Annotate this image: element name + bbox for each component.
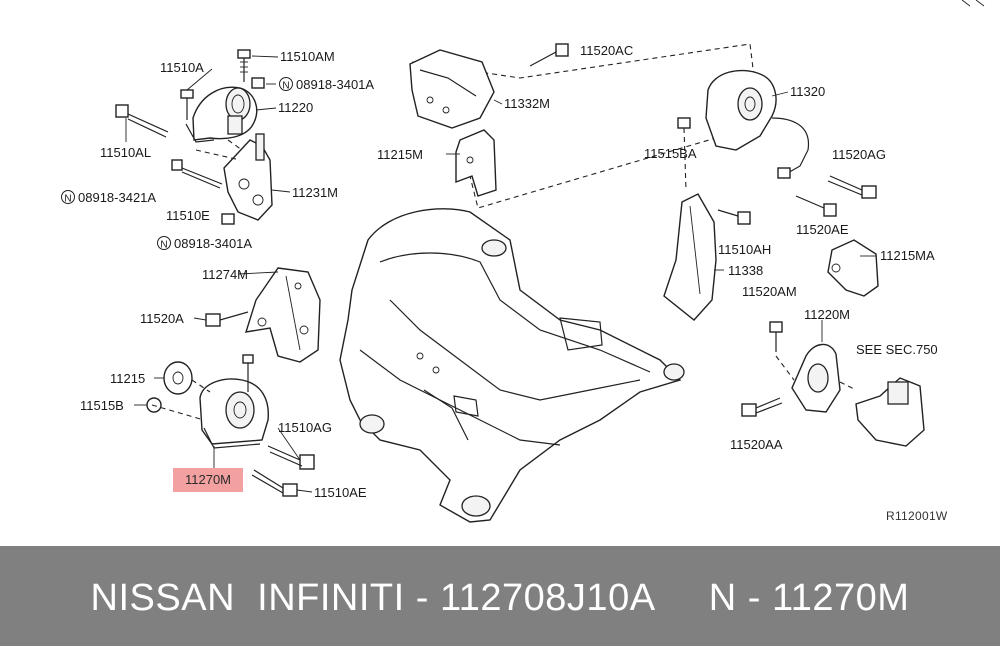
bolt-11520AE — [795, 195, 837, 217]
label-11338: 11338 — [728, 263, 763, 278]
label-11520AA: 11520AA — [730, 437, 783, 452]
bolt-11520AM — [769, 321, 783, 352]
bolt-11510AG — [267, 445, 315, 470]
label-11220M: 11220M — [804, 307, 850, 322]
highlighted-part-box — [173, 468, 243, 492]
mount-11270M-drawing — [146, 354, 269, 449]
leader-lines — [125, 55, 876, 493]
bracket-11274M-drawing — [244, 267, 321, 363]
label-11510AL: 11510AL — [100, 145, 151, 160]
label-11215: 11215 — [110, 371, 145, 386]
nut-08918-3401A-bottom — [221, 213, 235, 225]
bolt-11520A — [205, 311, 249, 327]
label-11332M: 11332M — [504, 96, 550, 111]
bolt-11520AG — [827, 175, 877, 199]
washer-11515BA — [677, 117, 691, 129]
circled-n-text-2: N — [64, 194, 71, 205]
circled-n-text-1: N — [282, 81, 289, 92]
insulator-11215M-drawing — [455, 129, 497, 197]
bolt-11510AH — [717, 209, 751, 225]
bolt-11510AE — [251, 469, 298, 497]
label-08918-3401A-top: 08918-3401A — [296, 77, 374, 92]
label-11510AM: 11510AM — [280, 49, 335, 64]
label-11520AM: 11520AM — [742, 284, 797, 299]
label-11520AE: 11520AE — [796, 222, 849, 237]
circled-n-marker-3: N — [157, 236, 171, 251]
label-11510E: 11510E — [166, 208, 210, 223]
footer-part-number-text: NISSAN INFINITI - 112708J10A N - 11270M — [90, 577, 910, 619]
diagram-svg: N N N 11510A 11510AM 08918-3401A 11220 1… — [61, 0, 985, 523]
nut-08918-3401A-top — [251, 77, 265, 89]
bolt-11520AA — [741, 397, 783, 417]
label-11520AG: 11520AG — [832, 147, 886, 162]
mount-11220M-drawing — [791, 343, 841, 413]
label-11320: 11320 — [790, 84, 825, 99]
subframe-drawing — [339, 208, 685, 523]
parts-diagram: N N N 11510A 11510AM 08918-3401A 11220 1… — [61, 0, 985, 523]
label-11215MA: 11215MA — [880, 248, 935, 263]
highlighted-part-label: 11270M — [184, 472, 231, 487]
circled-n-marker-1: N — [279, 77, 293, 92]
bracket-11338-drawing — [663, 193, 717, 321]
reference-code: R112001W — [886, 509, 948, 523]
bolt-11510A — [180, 89, 194, 120]
label-11510AH: 11510AH — [718, 242, 771, 257]
see-sec750-drawing — [855, 377, 925, 447]
label-11274M: 11274M — [202, 267, 248, 282]
bolt-11520AC — [529, 43, 569, 67]
label-11510AG: 11510AG — [278, 420, 332, 435]
circled-n-text-3: N — [160, 240, 167, 251]
label-11215M: 11215M — [377, 147, 423, 162]
label-11220: 11220 — [278, 100, 313, 115]
corner-mark — [961, 0, 985, 7]
label-11510AE: 11510AE — [314, 485, 367, 500]
bolt-11510AM — [237, 49, 251, 82]
mount-11320-drawing — [705, 69, 810, 179]
bolt-08918-3421A — [171, 159, 223, 189]
bracket-11332M-drawing — [409, 49, 495, 129]
footer-bar: NISSAN INFINITI - 112708J10A N - 11270M — [0, 546, 1000, 646]
label-11515BA: 11515BA — [644, 146, 697, 161]
insulator-11215MA-drawing — [827, 239, 879, 297]
bolt-11510AL — [115, 104, 169, 138]
label-11515B: 11515B — [80, 398, 124, 413]
label-11520A: 11520A — [140, 311, 184, 326]
label-11231M: 11231M — [292, 185, 338, 200]
label-see-sec-750: SEE SEC.750 — [856, 342, 938, 357]
bracket-11231M-drawing — [195, 133, 273, 221]
label-11520AC: 11520AC — [580, 43, 633, 58]
mount-11220-drawing — [185, 86, 258, 143]
circled-n-marker-2: N — [61, 190, 75, 205]
label-08918-3421A: 08918-3421A — [78, 190, 156, 205]
label-11510A: 11510A — [160, 60, 204, 75]
label-08918-3401A-bottom: 08918-3401A — [174, 236, 252, 251]
